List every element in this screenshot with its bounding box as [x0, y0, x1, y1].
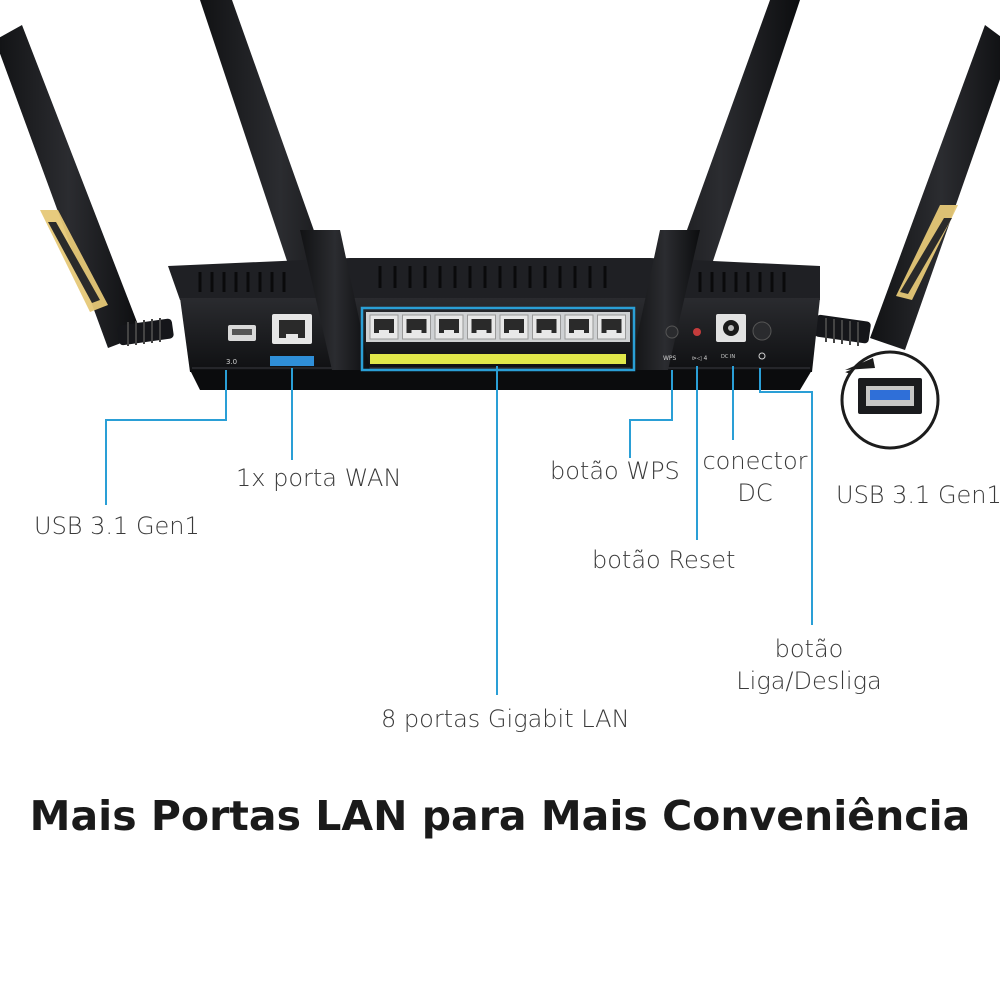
power-symbol-icon [758, 352, 766, 360]
antenna-left-inner-base [300, 230, 370, 370]
label-wan: 1x porta WAN [236, 464, 402, 492]
rear-controls-right: WPS ⊳◁ 4 DC IN [663, 314, 772, 362]
headline: Mais Portas LAN para Mais Conveniência [29, 792, 971, 840]
wan-port [270, 314, 314, 366]
reset-button [693, 328, 701, 336]
usb-port-left: 3.0 [226, 325, 256, 366]
leader-lines [105, 366, 813, 695]
label-wps: botão WPS [550, 457, 680, 485]
wps-mark: WPS [663, 355, 677, 362]
wan-badge [270, 356, 314, 366]
lan-port [564, 314, 594, 340]
dc-mark: DC IN [721, 354, 735, 360]
label-usb-right: USB 3.1 Gen1 [836, 481, 1000, 509]
lan-port [434, 314, 464, 340]
lan-port-block [360, 306, 636, 372]
label-dc-line1: conector [702, 447, 808, 475]
label-lan: 8 portas Gigabit LAN [381, 705, 630, 733]
label-dc-line2: DC [737, 479, 773, 507]
lan-port [597, 314, 626, 340]
antenna-right-inner-base [630, 230, 700, 370]
antenna-right-outer [814, 25, 1000, 350]
leader-usb-left [105, 370, 227, 505]
lan-port [499, 314, 529, 340]
label-power-line2: Liga/Desliga [736, 667, 882, 695]
leader-power [759, 368, 813, 625]
lan-port [467, 314, 496, 340]
lan-port [369, 314, 399, 340]
antenna-left-outer [0, 25, 174, 348]
usb-inset-callout [840, 350, 940, 450]
reset-mark: ⊳◁ 4 [692, 355, 708, 362]
lan-led-strip [370, 354, 626, 364]
label-power-line1: botão [774, 635, 844, 663]
leader-wps [629, 370, 673, 458]
usb-version-mark: 3.0 [226, 358, 237, 366]
label-reset: botão Reset [592, 546, 736, 574]
power-button [752, 321, 772, 341]
label-usb-left: USB 3.1 Gen1 [34, 512, 200, 540]
lan-port [402, 314, 431, 340]
vent-slots [198, 266, 786, 292]
wps-button [665, 325, 679, 339]
lan-port [532, 314, 561, 340]
